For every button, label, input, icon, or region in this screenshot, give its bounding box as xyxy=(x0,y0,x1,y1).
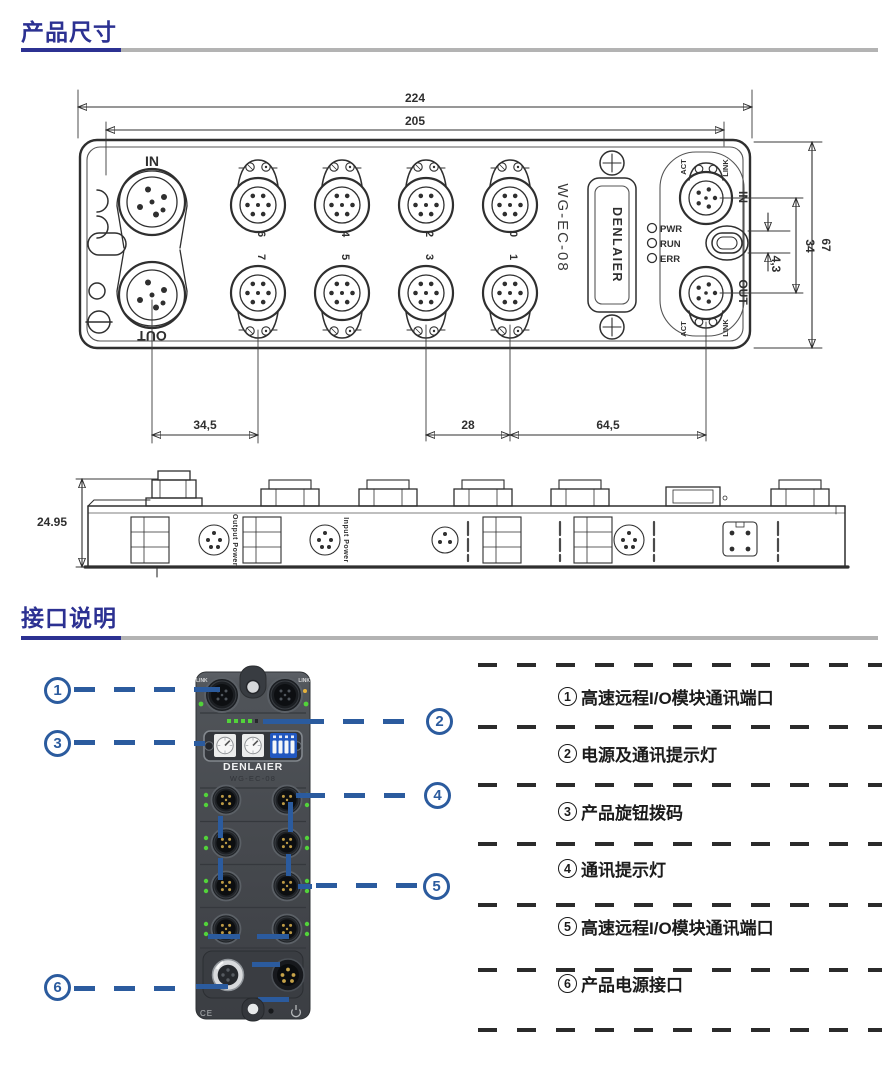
svg-text:ACT: ACT xyxy=(679,321,688,337)
legend-divider xyxy=(478,663,882,667)
illegible-label-strips xyxy=(466,520,780,563)
io-ports: 6 4 2 0 7 5 3 1 xyxy=(229,159,539,339)
svg-text:3: 3 xyxy=(423,254,435,260)
side-face-labels: Output Power Input Power xyxy=(130,514,780,566)
callout-4: 4 xyxy=(424,782,451,809)
legend-divider xyxy=(478,968,882,972)
module-dial-panel xyxy=(203,730,303,762)
svg-text:Output Power: Output Power xyxy=(231,514,238,566)
svg-text:2: 2 xyxy=(423,231,435,237)
svg-text:224: 224 xyxy=(405,91,425,105)
svg-text:PWR: PWR xyxy=(660,224,682,235)
section-title-interfaces: 接口说明 xyxy=(21,605,117,631)
svg-text:64,5: 64,5 xyxy=(596,418,620,432)
dimension-lines: 224 205 67 34 4,3 34,5 28 xyxy=(78,89,833,444)
legend-text-2: 电源及通讯提示灯 xyxy=(581,746,717,765)
svg-text:28: 28 xyxy=(461,418,475,432)
legend-text-1: 高速远程I/O模块通讯端口 xyxy=(581,689,774,708)
top-view-drawing: IN OUT 6 4 2 0 7 5 3 1 WG-EC-08 xyxy=(30,89,833,444)
legend-num-4: 4 xyxy=(558,859,577,878)
callout-line-5 xyxy=(316,883,419,888)
svg-text:ACT: ACT xyxy=(679,159,688,175)
module-model: WG-EC-08 xyxy=(230,774,276,783)
legend-divider xyxy=(478,725,882,729)
left-bus-connectors: IN OUT xyxy=(116,153,188,344)
svg-text:5: 5 xyxy=(339,254,351,260)
callout-5: 5 xyxy=(423,873,450,900)
svg-text:IN: IN xyxy=(736,191,750,203)
svg-text:LINK: LINK xyxy=(721,319,730,337)
module-photo: LINK LINK xyxy=(194,665,312,1022)
svg-text:4,3: 4,3 xyxy=(769,256,783,273)
callout-line-2 xyxy=(303,719,423,724)
module-brand: DENLAIER xyxy=(223,761,283,773)
svg-text:4: 4 xyxy=(339,231,351,238)
callout-line-3 xyxy=(74,740,178,745)
callout-2: 2 xyxy=(426,708,453,735)
svg-text:DENLAIER: DENLAIER xyxy=(610,207,624,283)
legend-item-3: 3 产品旋钮拨码 xyxy=(558,799,683,824)
legend-text-3: 产品旋钮拨码 xyxy=(581,804,683,823)
callout-line-6 xyxy=(74,986,178,991)
legend-item-5: 5 高速远程I/O模块通讯端口 xyxy=(558,914,774,939)
legend-divider xyxy=(478,903,882,907)
legend-item-2: 2 电源及通讯提示灯 xyxy=(558,741,717,766)
svg-text:7: 7 xyxy=(255,254,267,260)
module-top-ports: LINK LINK xyxy=(196,677,310,713)
brand-plate: WG-EC-08 DENLAIER xyxy=(554,150,637,340)
svg-text:0: 0 xyxy=(507,231,519,237)
module-led-strip xyxy=(227,719,258,723)
status-leds: PWR RUN ERR xyxy=(646,222,682,265)
svg-text:LINK: LINK xyxy=(196,678,208,684)
callout-3: 3 xyxy=(44,730,71,757)
device-body xyxy=(78,138,752,350)
ce-mark: CE xyxy=(200,1009,213,1018)
svg-text:ERR: ERR xyxy=(660,254,680,265)
legend-item-1: 1 高速远程I/O模块通讯端口 xyxy=(558,684,774,709)
svg-text:6: 6 xyxy=(255,231,267,237)
legend-divider xyxy=(478,1028,882,1032)
svg-text:34: 34 xyxy=(803,239,817,253)
interface-legend: 1 高速远程I/O模块通讯端口 2 电源及通讯提示灯 3 产品旋钮拨码 4 通讯… xyxy=(478,655,882,1035)
section-title-dimensions: 产品尺寸 xyxy=(21,19,117,45)
legend-text-5: 高速远程I/O模块通讯端口 xyxy=(581,919,774,938)
section-rule-interfaces xyxy=(21,636,878,640)
dip-switch xyxy=(270,733,297,758)
legend-num-2: 2 xyxy=(558,744,577,763)
svg-text:24.95: 24.95 xyxy=(37,515,67,529)
callout-1: 1 xyxy=(44,677,71,704)
legend-divider xyxy=(478,842,882,846)
legend-item-4: 4 通讯提示灯 xyxy=(558,856,666,881)
svg-text:WG-EC-08: WG-EC-08 xyxy=(554,183,571,272)
power-icon xyxy=(290,1005,302,1018)
svg-text:LINK: LINK xyxy=(721,159,730,177)
svg-text:LINK: LINK xyxy=(298,678,310,684)
side-dimension: 24.95 xyxy=(37,479,159,567)
svg-text:IN: IN xyxy=(145,153,159,169)
legend-num-6: 6 xyxy=(558,974,577,993)
callout-line-4 xyxy=(304,793,420,798)
svg-text:1: 1 xyxy=(507,254,519,260)
right-bus-connectors: ACT LINK IN ACT LINK OUT xyxy=(678,159,750,337)
legend-num-1: 1 xyxy=(558,687,577,706)
svg-text:OUT: OUT xyxy=(736,279,750,305)
module-bottom: CE xyxy=(200,997,302,1022)
legend-divider xyxy=(478,783,882,787)
callout-6: 6 xyxy=(44,974,71,1001)
legend-item-6: 6 产品电源接口 xyxy=(558,971,683,996)
svg-text:67: 67 xyxy=(819,238,833,252)
module-power-area xyxy=(202,950,305,999)
legend-text-4: 通讯提示灯 xyxy=(581,861,666,880)
svg-text:205: 205 xyxy=(405,114,425,128)
svg-text:RUN: RUN xyxy=(660,239,681,250)
side-view-drawing: 24.95 xyxy=(37,470,850,578)
svg-text:34,5: 34,5 xyxy=(193,418,217,432)
side-body xyxy=(83,470,850,578)
legend-text-6: 产品电源接口 xyxy=(581,976,683,995)
callout-line-1 xyxy=(74,687,178,692)
section-rule-dimensions xyxy=(21,48,878,52)
svg-text:Input Power: Input Power xyxy=(342,517,349,563)
legend-num-3: 3 xyxy=(558,802,577,821)
legend-num-5: 5 xyxy=(558,917,577,936)
